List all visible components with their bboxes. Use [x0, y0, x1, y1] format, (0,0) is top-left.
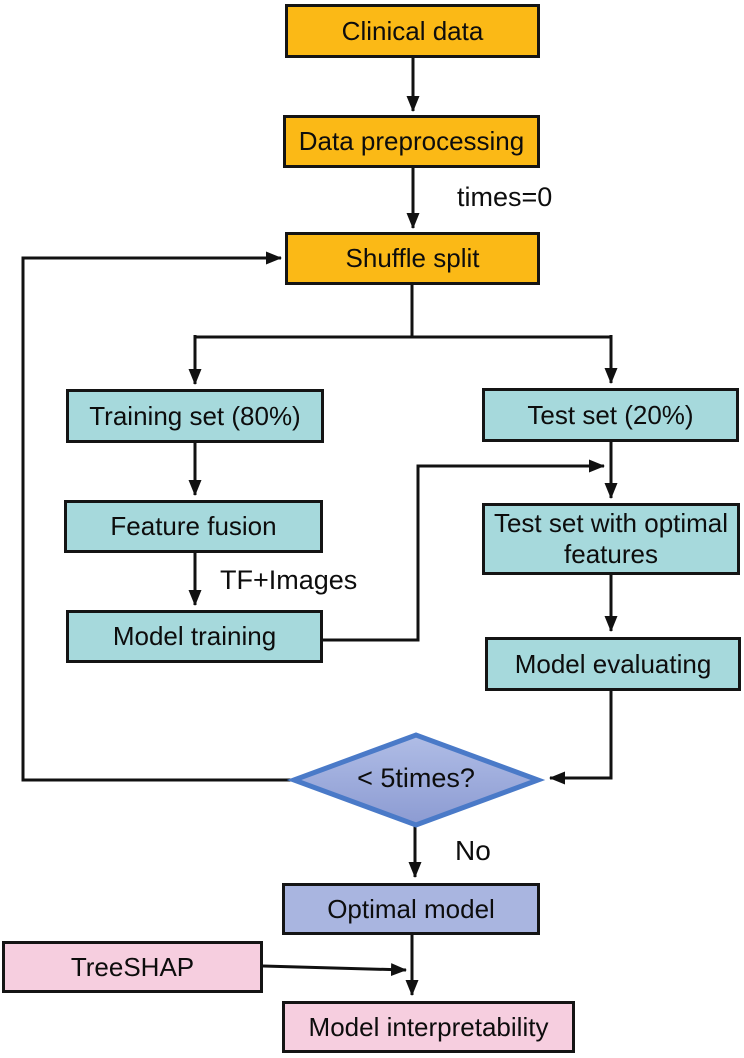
arrow-evaluating-to-decision — [549, 691, 613, 785]
arrow-model-training-to-test-line — [323, 459, 605, 642]
node-optimal-model: Optimal model — [282, 883, 540, 935]
arrow-treeshap-to-junction — [262, 963, 407, 977]
edge-label-no: No — [455, 835, 491, 866]
node-model-training: Model training — [66, 610, 323, 663]
node-treeshap: TreeSHAP — [2, 941, 263, 993]
decision-diamond-label: < 5times? — [357, 763, 475, 793]
node-test-set: Test set (20%) — [482, 388, 739, 442]
arrow-loop-back-to-shuffle — [21, 251, 294, 782]
edge-label-times: times=0 — [457, 182, 553, 212]
node-feature-fusion: Feature fusion — [64, 500, 323, 553]
decision-diamond — [286, 732, 546, 828]
edge-label-tf-images: TF+Images — [220, 565, 358, 595]
node-model-evaluating: Model evaluating — [485, 637, 741, 691]
node-model-interpretability: Model interpretability — [282, 1001, 575, 1053]
node-training-set: Training set (80%) — [66, 389, 324, 443]
node-data-preprocessing: Data preprocessing — [283, 115, 540, 168]
node-shuffle-split: Shuffle split — [285, 232, 540, 285]
node-clinical-data: Clinical data — [285, 4, 540, 58]
node-test-set-optimal-features: Test set with optimal features — [482, 503, 740, 575]
